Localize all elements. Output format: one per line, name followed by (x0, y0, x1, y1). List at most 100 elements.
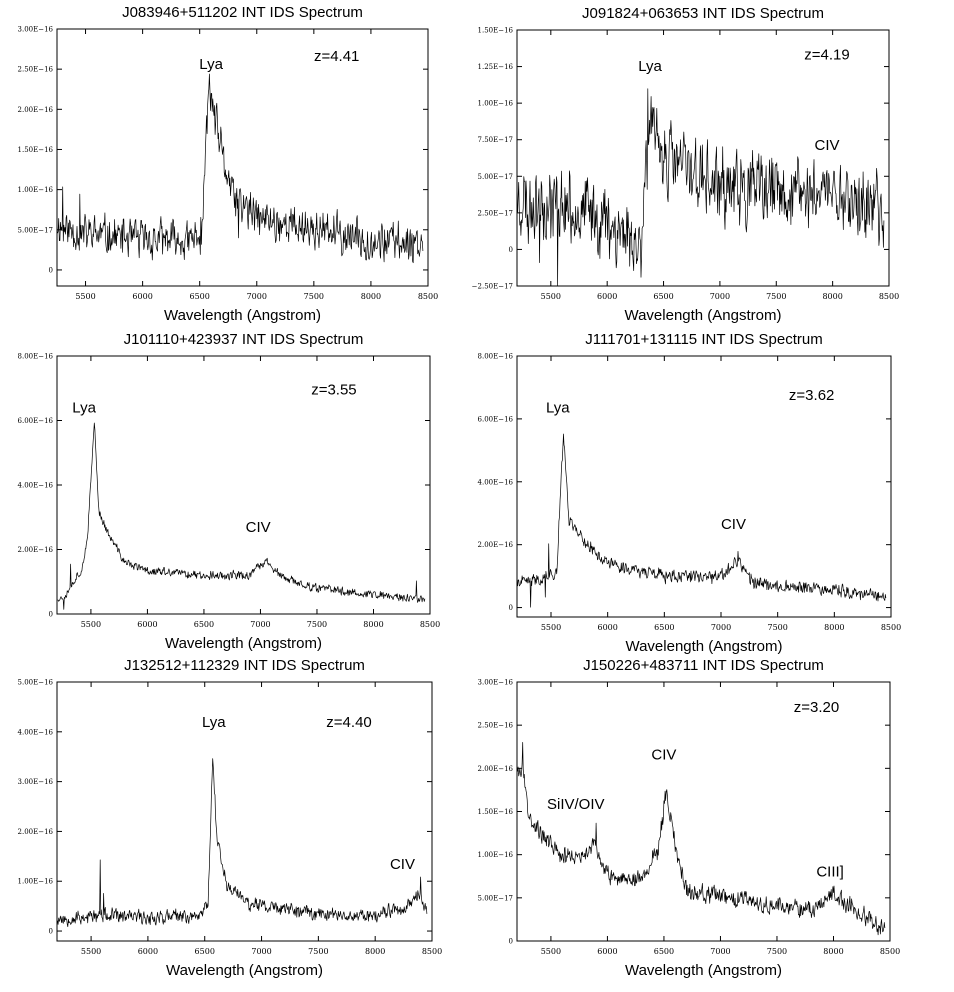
chart-title: J083946+511202 INT IDS Spectrum (122, 4, 363, 21)
y-tick-label: 2.50E−16 (478, 722, 514, 730)
annotation-label: Lya (546, 400, 570, 417)
y-tick-label: 2.00E−16 (18, 828, 54, 836)
y-tick-label: 1.50E−16 (18, 146, 54, 154)
x-tick-label: 8500 (879, 292, 899, 301)
y-tick-label: 1.00E−16 (18, 878, 54, 886)
y-tick-label: 7.50E−17 (478, 136, 513, 144)
annotation-label: CIV (814, 137, 839, 154)
annotation-label: z=4.19 (804, 46, 849, 63)
y-tick-label: 3.00E−16 (18, 778, 54, 786)
y-tick-label: 2.00E−16 (478, 541, 514, 549)
x-tick-label: 8500 (418, 292, 438, 301)
annotation-label: Lya (202, 714, 226, 731)
y-tick-label: 0 (49, 611, 53, 619)
x-tick-label: 7000 (251, 947, 271, 956)
annotation-label: CIV (246, 519, 271, 536)
x-tick-label: 7500 (766, 292, 786, 301)
y-tick-label: 0 (509, 938, 513, 946)
y-tick-label: 2.00E−16 (18, 106, 54, 114)
x-tick-label: 7000 (711, 623, 731, 632)
y-tick-label: 8.00E−16 (18, 353, 54, 361)
y-tick-label: 4.00E−16 (18, 482, 54, 490)
x-axis-label: Wavelength (Angstrom) (165, 635, 322, 652)
x-tick-label: 8000 (824, 623, 844, 632)
x-tick-label: 8000 (363, 620, 383, 629)
x-axis-label: Wavelength (Angstrom) (625, 962, 782, 979)
x-tick-label: 6500 (653, 292, 673, 301)
y-tick-label: 2.00E−16 (478, 765, 514, 773)
x-tick-label: 6500 (654, 623, 674, 632)
x-tick-label: 6000 (597, 292, 617, 301)
x-tick-label: 7000 (250, 620, 270, 629)
spectrum-line (57, 422, 426, 610)
y-tick-label: 1.00E−16 (18, 186, 54, 194)
x-tick-label: 6500 (654, 947, 674, 956)
x-tick-label: 5500 (541, 292, 561, 301)
annotation-label: SiIV/OIV (547, 796, 605, 813)
annotation-label: z=3.55 (311, 382, 356, 399)
annotation-label: CIV (651, 747, 676, 764)
y-tick-label: 2.50E−16 (18, 66, 54, 74)
annotation-label: CIV (721, 516, 746, 533)
y-tick-label: 0 (509, 604, 513, 612)
y-tick-label: 4.00E−16 (478, 478, 514, 486)
y-tick-label: −2.50E−17 (472, 283, 513, 291)
x-tick-label: 6000 (138, 947, 158, 956)
spectrum-line (517, 742, 886, 936)
y-tick-label: 1.00E−16 (478, 100, 514, 108)
y-tick-label: 4.00E−16 (18, 728, 54, 736)
y-tick-label: 1.50E−16 (478, 808, 514, 816)
x-tick-label: 7000 (710, 292, 730, 301)
x-tick-label: 7000 (710, 947, 730, 956)
x-tick-label: 5500 (541, 947, 561, 956)
x-tick-label: 7500 (308, 947, 328, 956)
y-tick-label: 8.00E−16 (478, 353, 514, 361)
x-axis-label: Wavelength (Angstrom) (625, 638, 782, 655)
y-tick-label: 5.00E−17 (478, 173, 513, 181)
x-tick-label: 8500 (880, 947, 900, 956)
x-tick-label: 7500 (767, 623, 787, 632)
chart-title: J101110+423937 INT IDS Spectrum (124, 331, 364, 348)
spectrum-line (57, 758, 428, 928)
annotation-label: Lya (72, 399, 96, 416)
x-tick-label: 8000 (361, 292, 381, 301)
x-tick-label: 8000 (822, 292, 842, 301)
x-tick-label: 7000 (247, 292, 267, 301)
annotation-label: Lya (199, 56, 223, 73)
spectrum-line (517, 433, 887, 608)
x-tick-label: 6000 (597, 623, 617, 632)
x-tick-label: 7500 (767, 947, 787, 956)
x-tick-label: 8000 (823, 947, 843, 956)
x-tick-label: 8500 (881, 623, 901, 632)
annotation-label: CIII] (816, 863, 844, 880)
x-tick-label: 6500 (194, 620, 214, 629)
chart-title: J132512+112329 INT IDS Spectrum (124, 657, 365, 674)
y-tick-label: 3.00E−16 (478, 679, 514, 687)
x-tick-label: 6000 (132, 292, 152, 301)
plot-frame (56, 28, 429, 287)
y-tick-label: 2.50E−17 (478, 209, 513, 217)
x-tick-label: 5500 (75, 292, 95, 301)
x-tick-label: 5500 (81, 947, 101, 956)
x-axis-label: Wavelength (Angstrom) (164, 307, 321, 324)
y-tick-label: 0 (49, 928, 53, 936)
x-tick-label: 6500 (195, 947, 215, 956)
x-tick-label: 7500 (304, 292, 324, 301)
y-tick-label: 3.00E−16 (18, 26, 54, 34)
annotation-label: Lya (638, 58, 662, 75)
x-tick-label: 6000 (137, 620, 157, 629)
x-axis-label: Wavelength (Angstrom) (166, 962, 323, 979)
spectrum-line (57, 73, 424, 264)
y-tick-label: 5.00E−17 (478, 894, 513, 902)
annotation-label: z=4.40 (326, 714, 371, 731)
plot-frame (516, 29, 890, 287)
x-tick-label: 8500 (420, 620, 440, 629)
y-tick-label: 6.00E−16 (18, 417, 54, 425)
x-tick-label: 7500 (307, 620, 327, 629)
